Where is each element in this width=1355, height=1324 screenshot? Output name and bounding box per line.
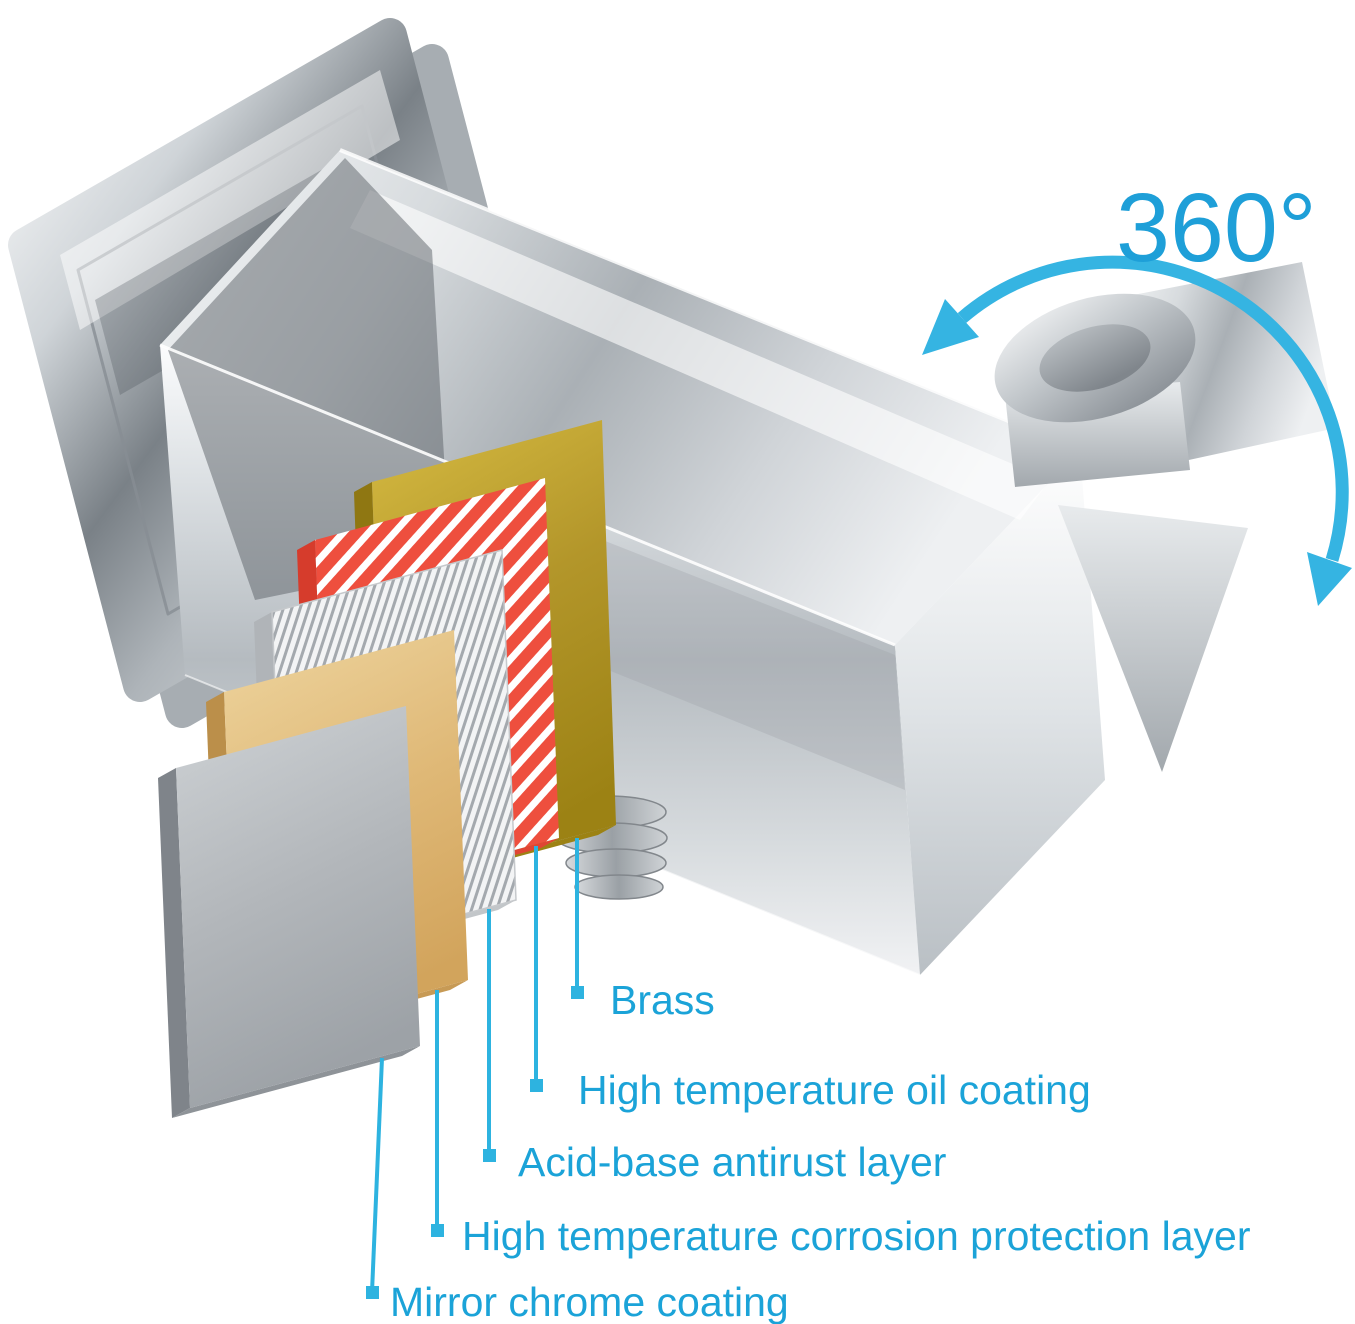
body-right-face — [895, 450, 1105, 975]
rotation-arrowhead-bottom — [1307, 552, 1352, 606]
body-top-highlight — [350, 190, 1050, 520]
layer-label-oil-coating: High temperature oil coating — [578, 1067, 1091, 1113]
layer-label-corrosion-protection: High temperature corrosion protection la… — [462, 1213, 1251, 1259]
holder-ring-hole — [1039, 324, 1151, 392]
rotation-arrowhead-top — [922, 299, 979, 355]
body-back-edge-highlight — [339, 148, 1081, 452]
layer-mirror-chrome — [158, 706, 420, 1118]
layer-label-brass: Brass — [610, 977, 715, 1023]
leader-lines — [370, 838, 579, 1293]
layer-label-mirror-chrome: Mirror chrome coating — [390, 1279, 789, 1324]
rotation-arrow-icon — [922, 255, 1352, 606]
rotation-degrees-label: 360° — [1116, 173, 1317, 282]
flange-highlight — [60, 70, 400, 330]
handset-holder — [994, 262, 1336, 772]
leader-markers — [366, 986, 584, 1299]
holder-lower-wedge — [1058, 505, 1248, 772]
leader-mirror-chrome — [370, 1057, 384, 1293]
layer-label-antirust: Acid-base antirust layer — [518, 1139, 947, 1185]
